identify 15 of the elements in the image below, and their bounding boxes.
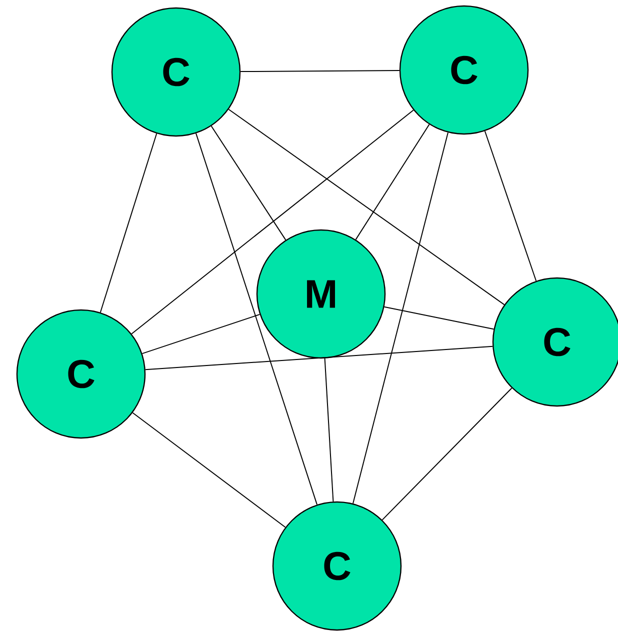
connector-line: [132, 412, 286, 528]
connector-line: [240, 70, 400, 72]
connector-line: [352, 132, 448, 504]
connector-line: [210, 126, 286, 240]
connector-line: [384, 306, 494, 330]
connector-line: [142, 314, 260, 354]
connector-line: [100, 133, 158, 313]
connector-line: [144, 346, 494, 370]
connector-line: [131, 110, 414, 334]
connector-line: [324, 358, 334, 502]
connector-line: [382, 388, 512, 520]
connector-line: [355, 124, 430, 240]
connector-line: [196, 132, 318, 506]
connector-line: [228, 108, 505, 306]
connector-line: [484, 130, 537, 282]
